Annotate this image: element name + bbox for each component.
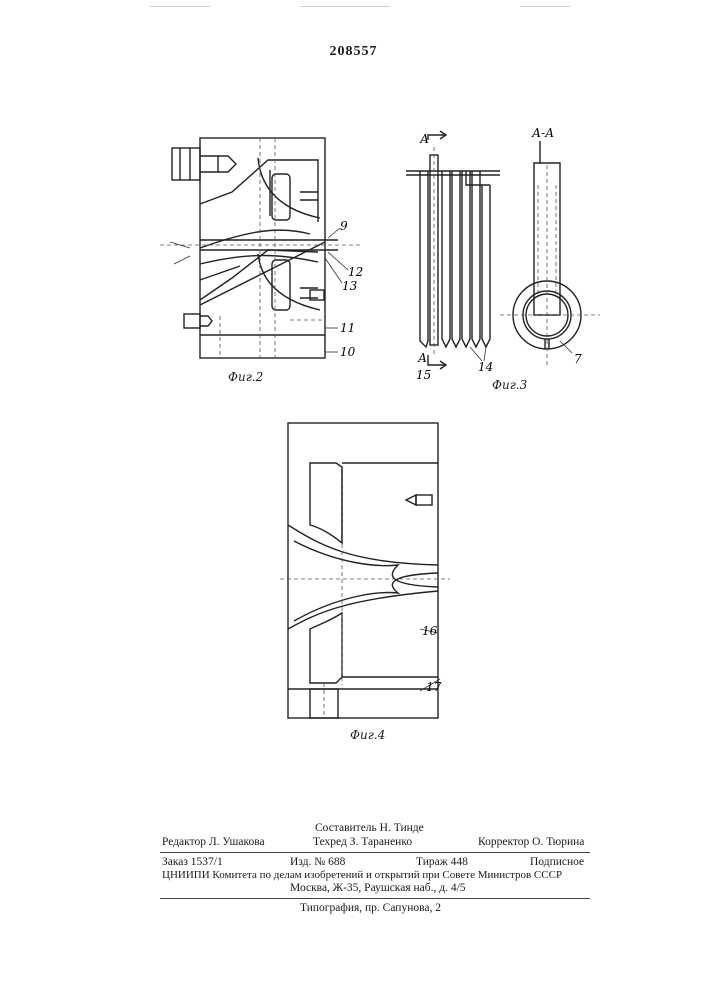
fig4-callout-17: 17 xyxy=(426,680,442,694)
scan-mark xyxy=(150,6,210,7)
editor-credit: Редактор Л. Ушакова xyxy=(162,836,265,849)
fig3-section-mark-top: А xyxy=(419,132,429,146)
fig2-callout-13: 13 xyxy=(342,279,358,293)
techred-credit: Техред З. Тараненко xyxy=(313,836,412,849)
figure-4-drawing: 16 17 xyxy=(280,415,460,725)
order-number: Заказ 1537/1 xyxy=(162,856,223,869)
compiler-credit: Составитель Н. Тинде xyxy=(315,822,424,835)
organization-line: ЦНИИПИ Комитета по делам изобретений и о… xyxy=(162,869,562,882)
fig3-callout-15: 15 xyxy=(416,368,431,382)
fig2-callout-10: 10 xyxy=(340,345,356,359)
subscription: Подписное xyxy=(530,856,584,869)
figure-3-caption: Фиг.3 xyxy=(492,378,527,392)
scan-mark xyxy=(300,6,390,7)
fig2-callout-11: 11 xyxy=(340,321,355,335)
fig3-callout-7: 7 xyxy=(574,352,582,366)
figure-3-drawing: А А А-А 15 14 7 xyxy=(400,125,610,385)
edition-number: Изд. № 688 xyxy=(290,856,345,869)
footer-divider-bottom xyxy=(160,898,590,899)
fig3-callout-14: 14 xyxy=(478,360,493,374)
printer-line: Типография, пр. Сапунова, 2 xyxy=(300,902,441,915)
figure-2-drawing: 9 12 13 11 10 xyxy=(160,130,360,370)
fig3-section-mark-bottom: А xyxy=(417,351,427,365)
fig2-callout-12: 12 xyxy=(348,265,363,279)
figure-4-caption: Фиг.4 xyxy=(350,728,385,742)
patent-number: 208557 xyxy=(0,44,707,60)
figure-2-caption: Фиг.2 xyxy=(228,370,263,384)
fig2-callout-9: 9 xyxy=(340,219,348,233)
address-line: Москва, Ж-35, Раушская наб., д. 4/5 xyxy=(290,882,466,895)
fig3-section-label: А-А xyxy=(531,126,554,140)
scan-mark xyxy=(520,6,570,7)
corrector-credit: Корректор О. Тюрина xyxy=(478,836,584,849)
circulation: Тираж 448 xyxy=(416,856,468,869)
fig4-callout-16: 16 xyxy=(422,624,438,638)
footer-divider xyxy=(160,852,590,853)
